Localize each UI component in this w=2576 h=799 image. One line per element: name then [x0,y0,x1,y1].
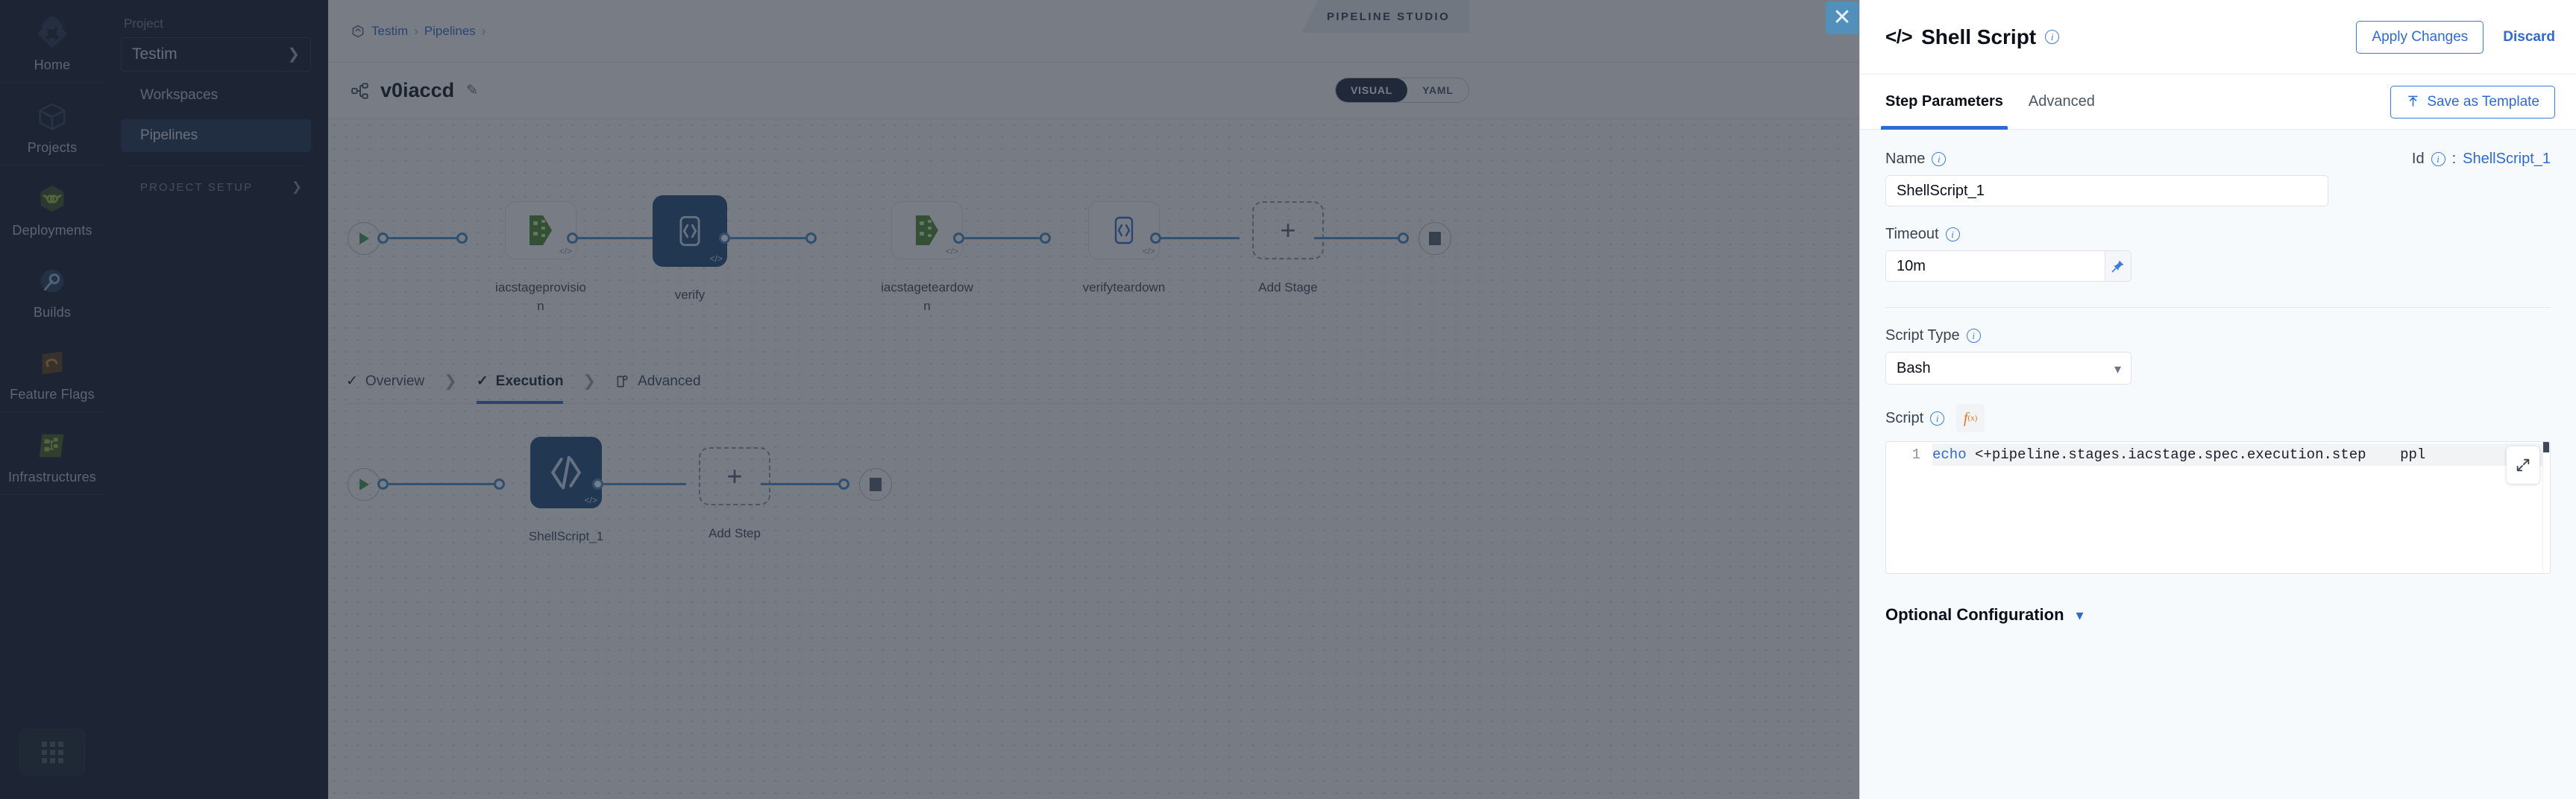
info-icon[interactable]: i [2431,152,2445,166]
id-line: Id i : ShellScript_1 [2412,151,2551,168]
upload-template-icon [2408,95,2419,107]
id-value: ShellScript_1 [2463,151,2551,167]
pin-icon[interactable] [2105,250,2132,282]
timeout-group: Timeout i [1885,226,2551,282]
drawer-header-actions: Apply Changes Discard [2356,20,2555,54]
chevron-down-icon: ▾ [2076,607,2084,624]
pin-glyph [2111,260,2124,273]
close-drawer-button[interactable]: ✕ [1826,1,1859,34]
script-type-select[interactable]: BashPowerShell [1885,352,2132,385]
fx-sub: (x) [1967,414,1978,423]
script-type-group: Script Type i BashPowerShell ▾ [1885,327,2551,385]
name-id-row: Name i Id i : ShellScript_1 [1885,151,2551,168]
drawer-header: </> Shell Script i Apply Changes Discard [1860,0,2576,75]
tab-advanced[interactable]: Advanced [2028,93,2095,110]
info-icon[interactable]: i [1930,411,1945,426]
info-icon[interactable]: i [1945,227,1960,241]
script-group: Script i f(x) 1 echo <+pipeline.stages.i… [1885,404,2551,574]
drawer-title: Shell Script [1921,25,2037,48]
code-rest: <+pipeline.stages.iacstage.spec.executio… [1966,446,2426,463]
code-brackets-icon: </> [1885,25,1913,48]
tab-step-parameters[interactable]: Step Parameters [1881,75,2008,130]
timeout-label: Timeout [1885,226,1939,242]
expand-editor-button[interactable] [2507,446,2539,484]
name-label: Name [1885,151,1926,167]
save-as-template-label: Save as Template [2427,93,2539,110]
script-type-label: Script Type [1885,327,1960,344]
script-type-label-group: Script Type i [1885,327,2551,344]
code-keyword: echo [1932,446,1967,463]
discard-button[interactable]: Discard [2503,28,2555,45]
id-label: Id [2411,151,2425,167]
timeout-input[interactable] [1885,250,2105,282]
save-as-template-button[interactable]: Save as Template [2390,85,2555,119]
info-icon[interactable]: i [1966,329,1981,343]
step-config-drawer: </> Shell Script i Apply Changes Discard… [1859,0,2576,799]
editor-scrollbar[interactable] [2542,442,2550,573]
fx-label: f [1963,409,1968,426]
line-number: 1 [1911,446,1920,463]
info-icon[interactable]: i [1932,152,1947,166]
apply-changes-button[interactable]: Apply Changes [2356,20,2484,54]
info-icon[interactable]: i [2045,30,2060,44]
timeout-field [1885,250,2132,282]
script-code-editor[interactable]: 1 echo <+pipeline.stages.iacstage.spec.e… [1885,441,2551,574]
script-label: Script [1885,409,1924,426]
drawer-tabs: Step Parameters Advanced Save as Templat… [1860,75,2576,130]
timeout-label-group: Timeout i [1885,226,2551,243]
optional-configuration-toggle[interactable]: Optional Configuration ▾ [1885,605,2551,625]
drawer-body: Name i Id i : ShellScript_1 Timeout i [1860,130,2576,799]
name-input[interactable] [1885,175,2328,206]
name-label-group: Name i [1885,151,1947,168]
editor-line: 1 echo <+pipeline.stages.iacstage.spec.e… [1886,442,2550,467]
expand-icon [2516,458,2530,472]
section-divider [1885,307,2551,308]
optional-configuration-label: Optional Configuration [1885,605,2064,624]
script-type-select-wrap: BashPowerShell ▾ [1885,352,2132,385]
id-separator: : [2451,151,2457,167]
drawer-title-group: </> Shell Script i [1885,25,2060,49]
expression-fx-button[interactable]: f(x) [1956,404,1985,432]
drawer-tabset: Step Parameters Advanced [1881,75,2095,130]
script-label-row: Script i f(x) [1885,404,2551,432]
modal-dim-overlay[interactable] [0,0,1859,799]
script-label-group: Script i [1885,409,1945,427]
close-icon: ✕ [1832,5,1852,30]
code-text[interactable]: echo <+pipeline.stages.iacstage.spec.exe… [1932,443,2550,466]
